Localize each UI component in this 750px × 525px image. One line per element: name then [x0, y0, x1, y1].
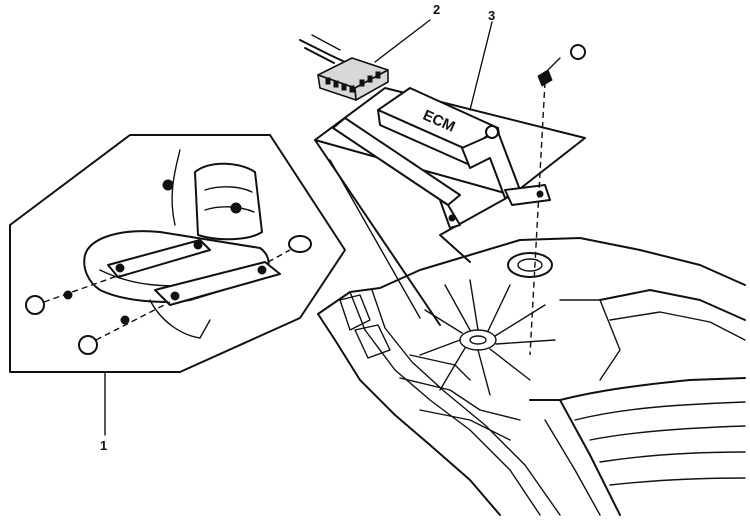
ecm-module: ECM: [332, 87, 551, 229]
callout-3-label: 3: [488, 8, 495, 23]
seat-fasteners: [25, 235, 312, 355]
lower-bolt: [120, 315, 130, 325]
lower-nut-cap: [78, 335, 98, 355]
seat-detail-panel: [9, 134, 346, 373]
callout-1-label: 1: [100, 438, 107, 453]
spare-tire-well: [507, 252, 553, 278]
callout-3-leader: [469, 21, 493, 111]
floor-rib-pattern: [419, 279, 556, 396]
left-nut-cap: [25, 295, 45, 315]
seat-assembly: [83, 149, 281, 339]
ecm-bolt: [529, 44, 586, 356]
rear-nut-cap: [288, 235, 312, 253]
harness-connector: [299, 34, 389, 101]
vehicle-floor-pan: [317, 237, 746, 516]
callout-2-label: 2: [433, 2, 440, 17]
ecm-mounting-panel: [314, 87, 586, 326]
callout-2-leader: [374, 19, 431, 63]
